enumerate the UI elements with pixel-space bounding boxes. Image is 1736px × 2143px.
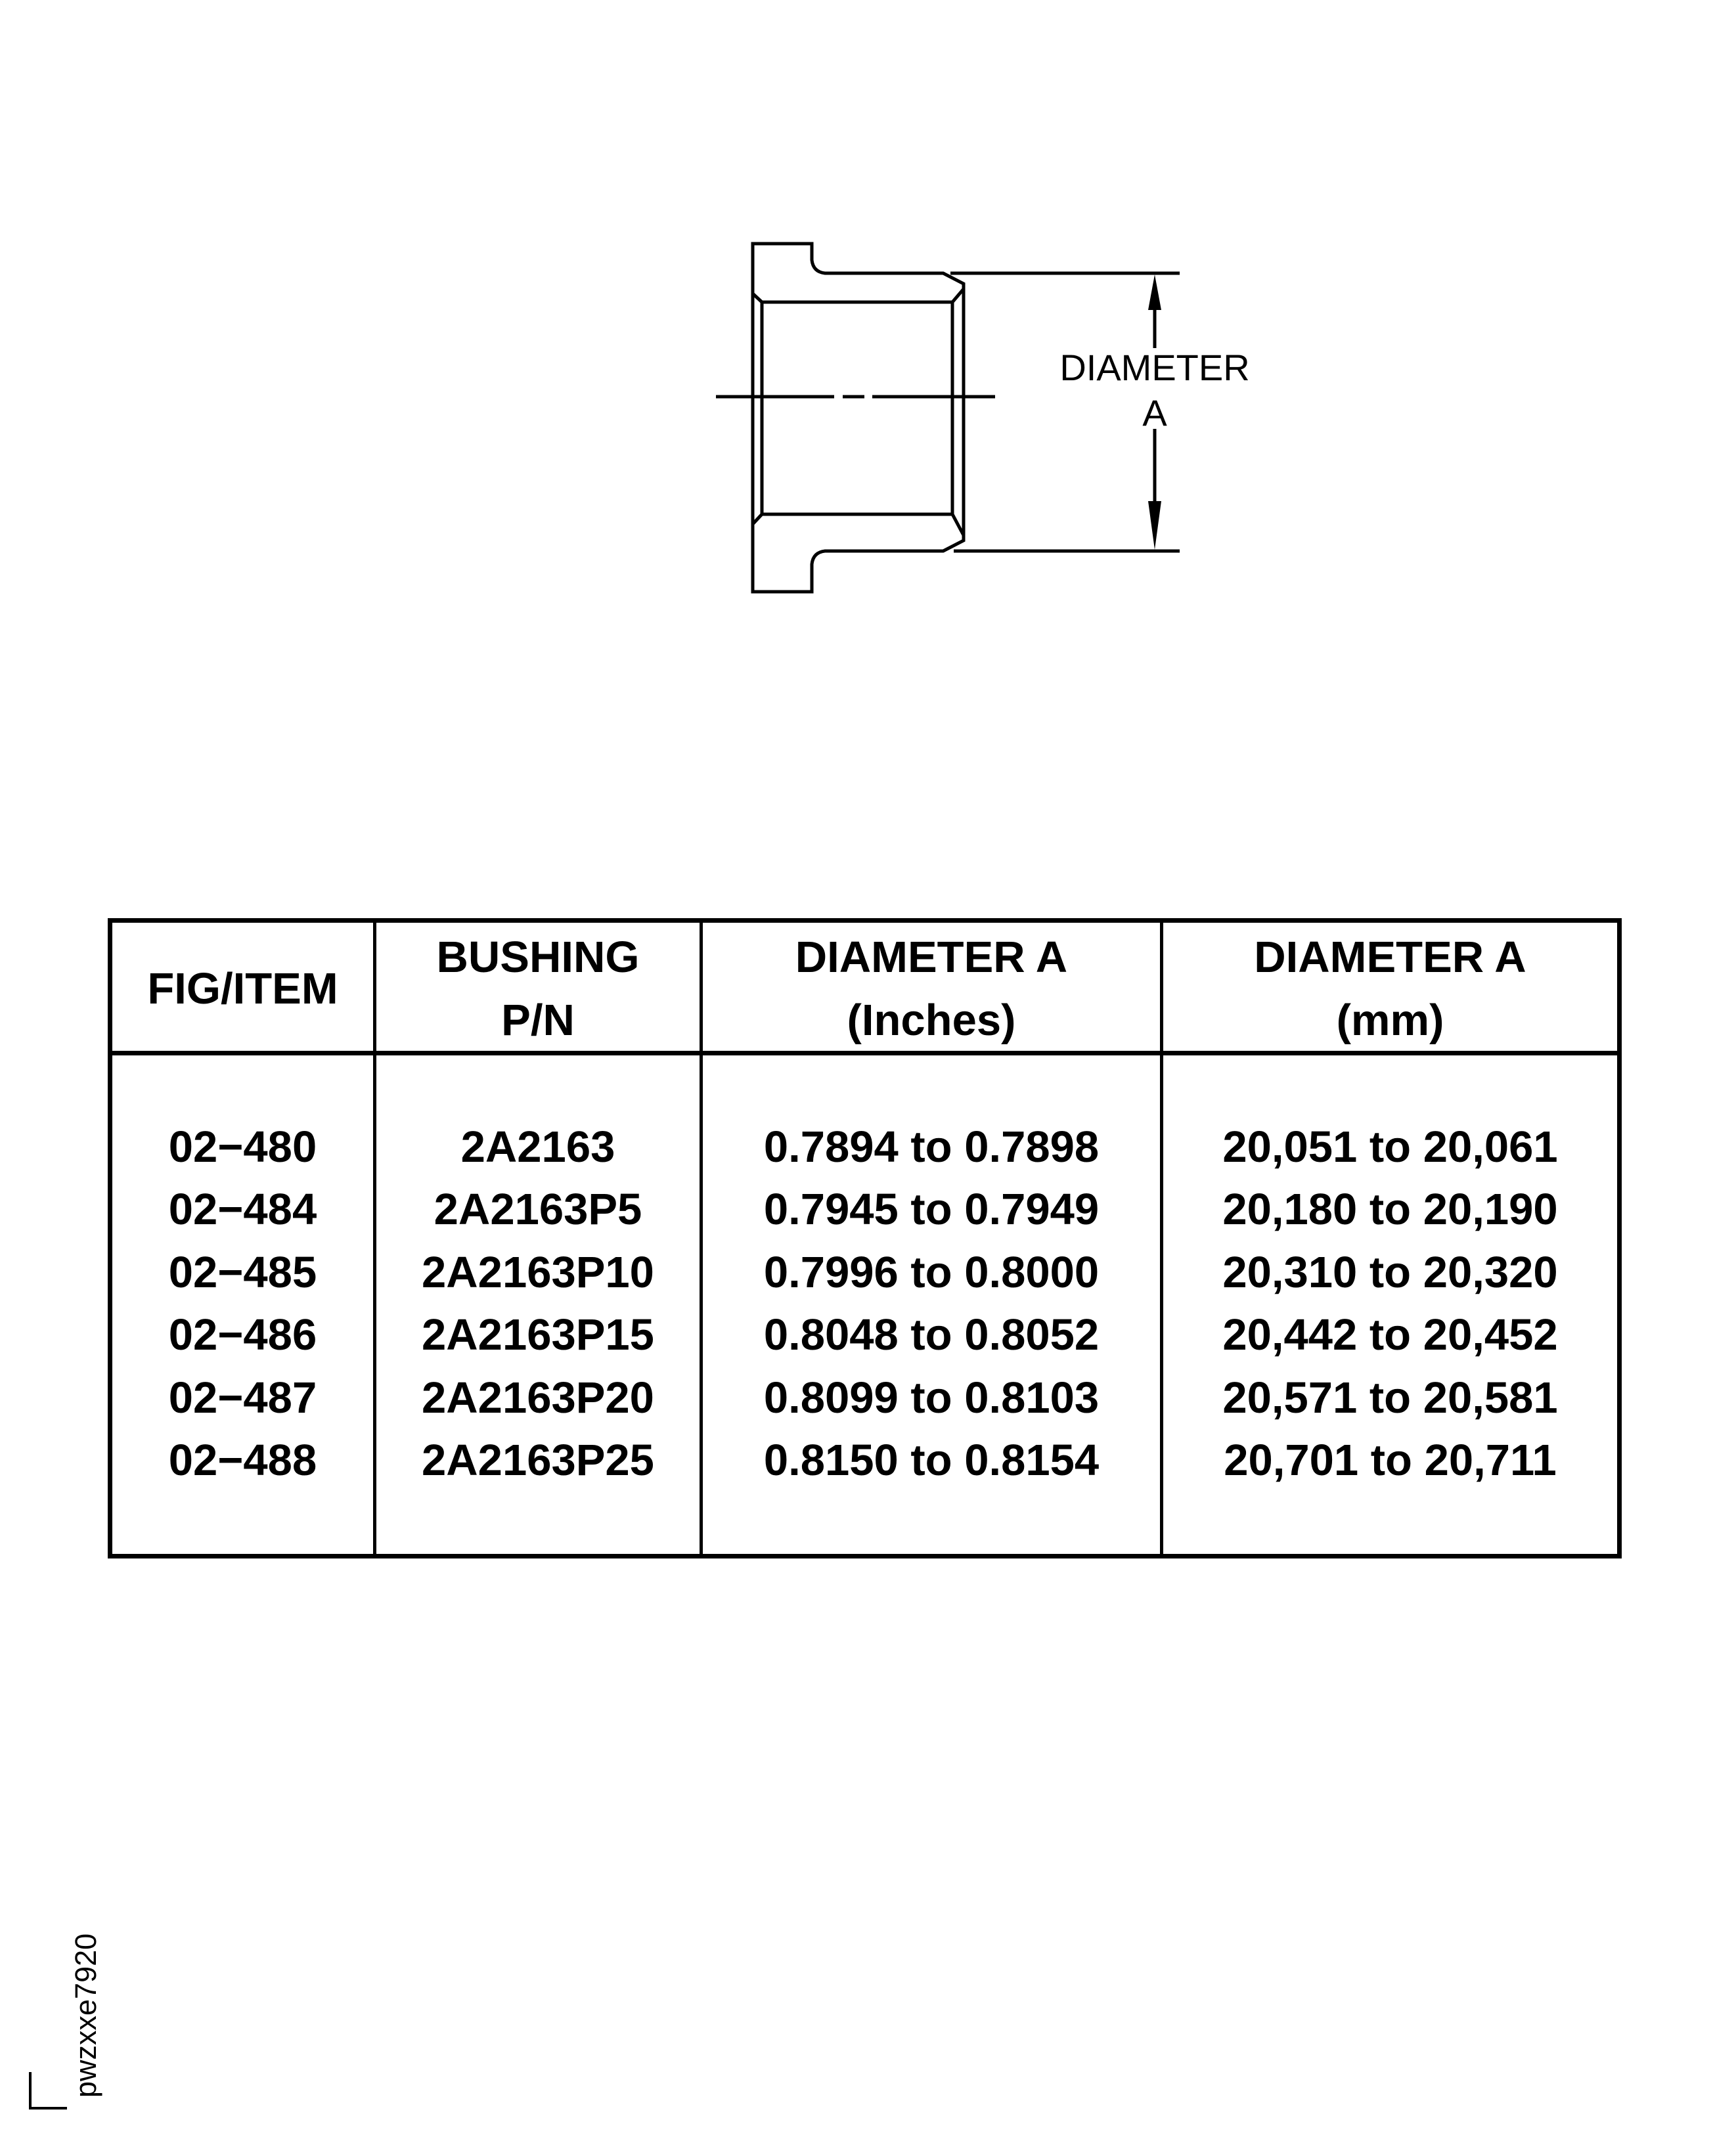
dimension-arrow-up-icon bbox=[1148, 275, 1161, 310]
dimension-label-letter: A bbox=[1142, 392, 1167, 433]
header-sublabel: P/N bbox=[501, 996, 575, 1045]
bushing-spec-table: FIG/ITEM BUSHING P/N DIAMETER A (Inches)… bbox=[108, 918, 1622, 1558]
figure-id: pwzxxe7920 bbox=[32, 1933, 102, 2111]
bushing-diagram bbox=[716, 242, 1180, 594]
table-cell: 0.8099 to 0.8103 bbox=[763, 1373, 1100, 1423]
table-cell: 02−485 bbox=[168, 1247, 317, 1297]
dimension-arrow-down-icon bbox=[1148, 501, 1161, 550]
table-cell: 20,571 to 20,581 bbox=[1222, 1373, 1558, 1423]
column-divider bbox=[700, 923, 703, 1554]
header-label: DIAMETER A bbox=[795, 933, 1068, 982]
figure-id-label: pwzxxe7920 bbox=[69, 1933, 102, 2098]
header-diameter-inches: DIAMETER A (Inches) bbox=[703, 927, 1160, 1051]
header-sublabel: (mm) bbox=[1336, 996, 1444, 1045]
column-diameter-inches: 0.7894 to 0.7898 0.7945 to 0.7949 0.7996… bbox=[703, 1116, 1160, 1491]
header-label: FIG/ITEM bbox=[147, 964, 338, 1013]
dimension-label: DIAMETER bbox=[1059, 347, 1250, 388]
table-cell: 2A2163P5 bbox=[434, 1185, 642, 1235]
header-divider bbox=[112, 1051, 1617, 1055]
table-cell: 0.7945 to 0.7949 bbox=[763, 1185, 1100, 1235]
table-cell: 02−480 bbox=[168, 1122, 317, 1172]
table-cell: 20,701 to 20,711 bbox=[1224, 1435, 1557, 1485]
table-cell: 20,442 to 20,452 bbox=[1222, 1310, 1558, 1360]
table-cell: 20,051 to 20,061 bbox=[1222, 1122, 1558, 1172]
table-cell: 0.8048 to 0.8052 bbox=[763, 1310, 1100, 1360]
table-cell: 02−488 bbox=[168, 1435, 317, 1485]
table-cell: 2A2163 bbox=[460, 1122, 615, 1172]
header-fig-item: FIG/ITEM bbox=[112, 927, 373, 1051]
table-cell: 0.7996 to 0.8000 bbox=[763, 1247, 1100, 1297]
column-divider bbox=[373, 923, 376, 1554]
table-cell: 02−487 bbox=[168, 1373, 317, 1423]
column-fig-item: 02−480 02−484 02−485 02−486 02−487 02−48… bbox=[112, 1116, 373, 1491]
table-cell: 2A2163P10 bbox=[422, 1247, 654, 1297]
table-cell: 20,180 to 20,190 bbox=[1222, 1185, 1558, 1235]
table-cell: 02−486 bbox=[168, 1310, 317, 1360]
header-diameter-mm: DIAMETER A (mm) bbox=[1163, 927, 1617, 1051]
bushing-cross-section-icon bbox=[751, 242, 966, 594]
column-diameter-mm: 20,051 to 20,061 20,180 to 20,190 20,310… bbox=[1163, 1116, 1617, 1491]
header-bushing-pn: BUSHING P/N bbox=[376, 927, 700, 1051]
header-label: BUSHING bbox=[436, 933, 640, 982]
table-cell: 20,310 to 20,320 bbox=[1222, 1247, 1558, 1297]
table-cell: 2A2163P25 bbox=[422, 1435, 654, 1485]
table-cell: 0.8150 to 0.8154 bbox=[763, 1435, 1100, 1485]
dimension-lines bbox=[950, 271, 1180, 553]
column-divider bbox=[1160, 923, 1163, 1554]
header-sublabel: (Inches) bbox=[847, 996, 1016, 1045]
corner-bracket-icon bbox=[29, 2072, 67, 2110]
column-bushing-pn: 2A2163 2A2163P5 2A2163P10 2A2163P15 2A21… bbox=[376, 1116, 700, 1491]
table-cell: 02−484 bbox=[168, 1185, 317, 1235]
table-cell: 2A2163P20 bbox=[422, 1373, 654, 1423]
header-label: DIAMETER A bbox=[1254, 933, 1526, 982]
table-cell: 2A2163P15 bbox=[422, 1310, 654, 1360]
table-cell: 0.7894 to 0.7898 bbox=[763, 1122, 1100, 1172]
